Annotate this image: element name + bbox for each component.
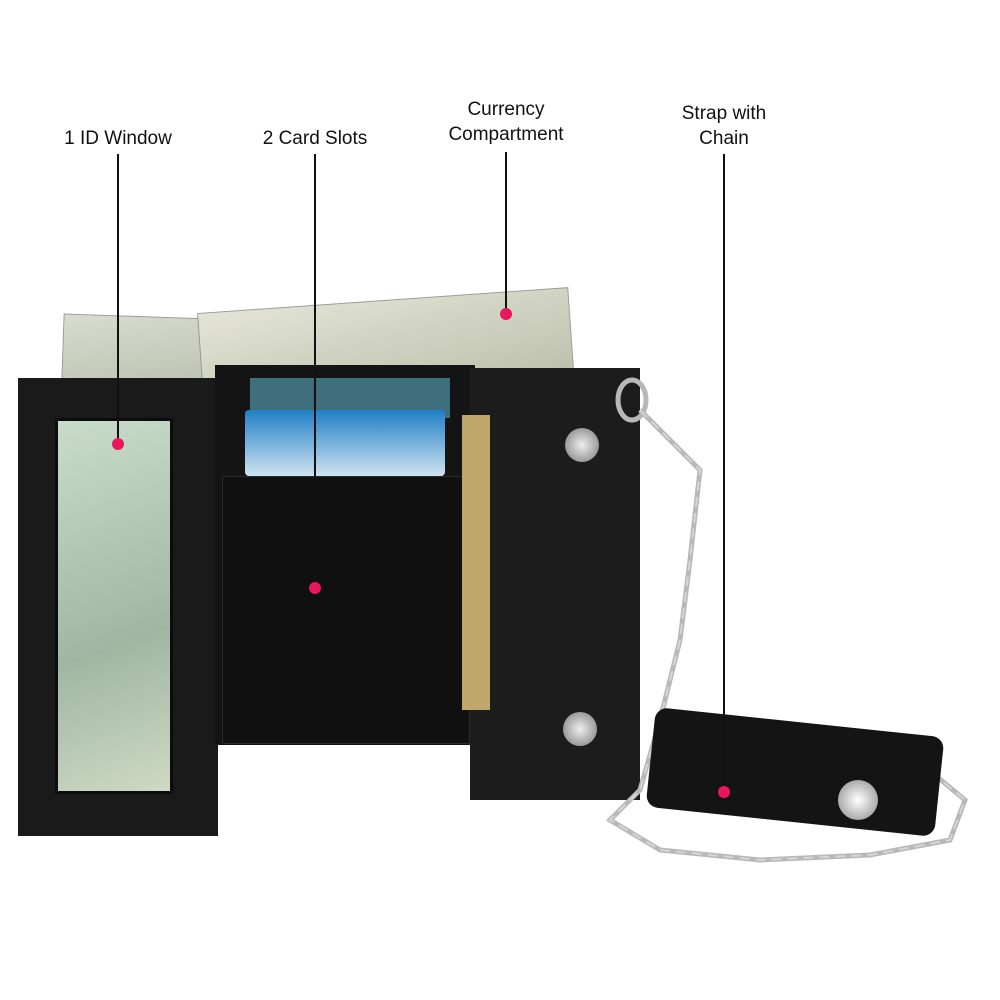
callout-line bbox=[117, 154, 119, 444]
callout-id-window-label: 1 ID Window bbox=[64, 126, 172, 151]
marker-dot bbox=[309, 582, 321, 594]
label-line: 1 ID Window bbox=[64, 128, 172, 149]
snap-button-bottom bbox=[563, 712, 597, 746]
marker-dot bbox=[500, 308, 512, 320]
id-window bbox=[55, 418, 173, 794]
strap-snap bbox=[838, 780, 878, 820]
callout-line bbox=[314, 154, 316, 588]
callout-line bbox=[505, 152, 507, 314]
label-line: Compartment bbox=[448, 124, 564, 145]
card-2 bbox=[245, 410, 445, 476]
marker-dot bbox=[112, 438, 124, 450]
label-line: Chain bbox=[699, 128, 749, 149]
callout-card-slots-label: 2 Card Slots bbox=[263, 126, 368, 151]
inner-card bbox=[462, 415, 490, 710]
callout-line bbox=[723, 154, 725, 792]
label-line: Currency bbox=[467, 99, 545, 120]
snap-button-top bbox=[565, 428, 599, 462]
marker-dot bbox=[718, 786, 730, 798]
wallet-right-panel bbox=[470, 368, 640, 800]
label-line: Strap with bbox=[681, 103, 767, 124]
card-slot-pocket bbox=[222, 476, 470, 744]
label-line: 2 Card Slots bbox=[262, 128, 368, 149]
